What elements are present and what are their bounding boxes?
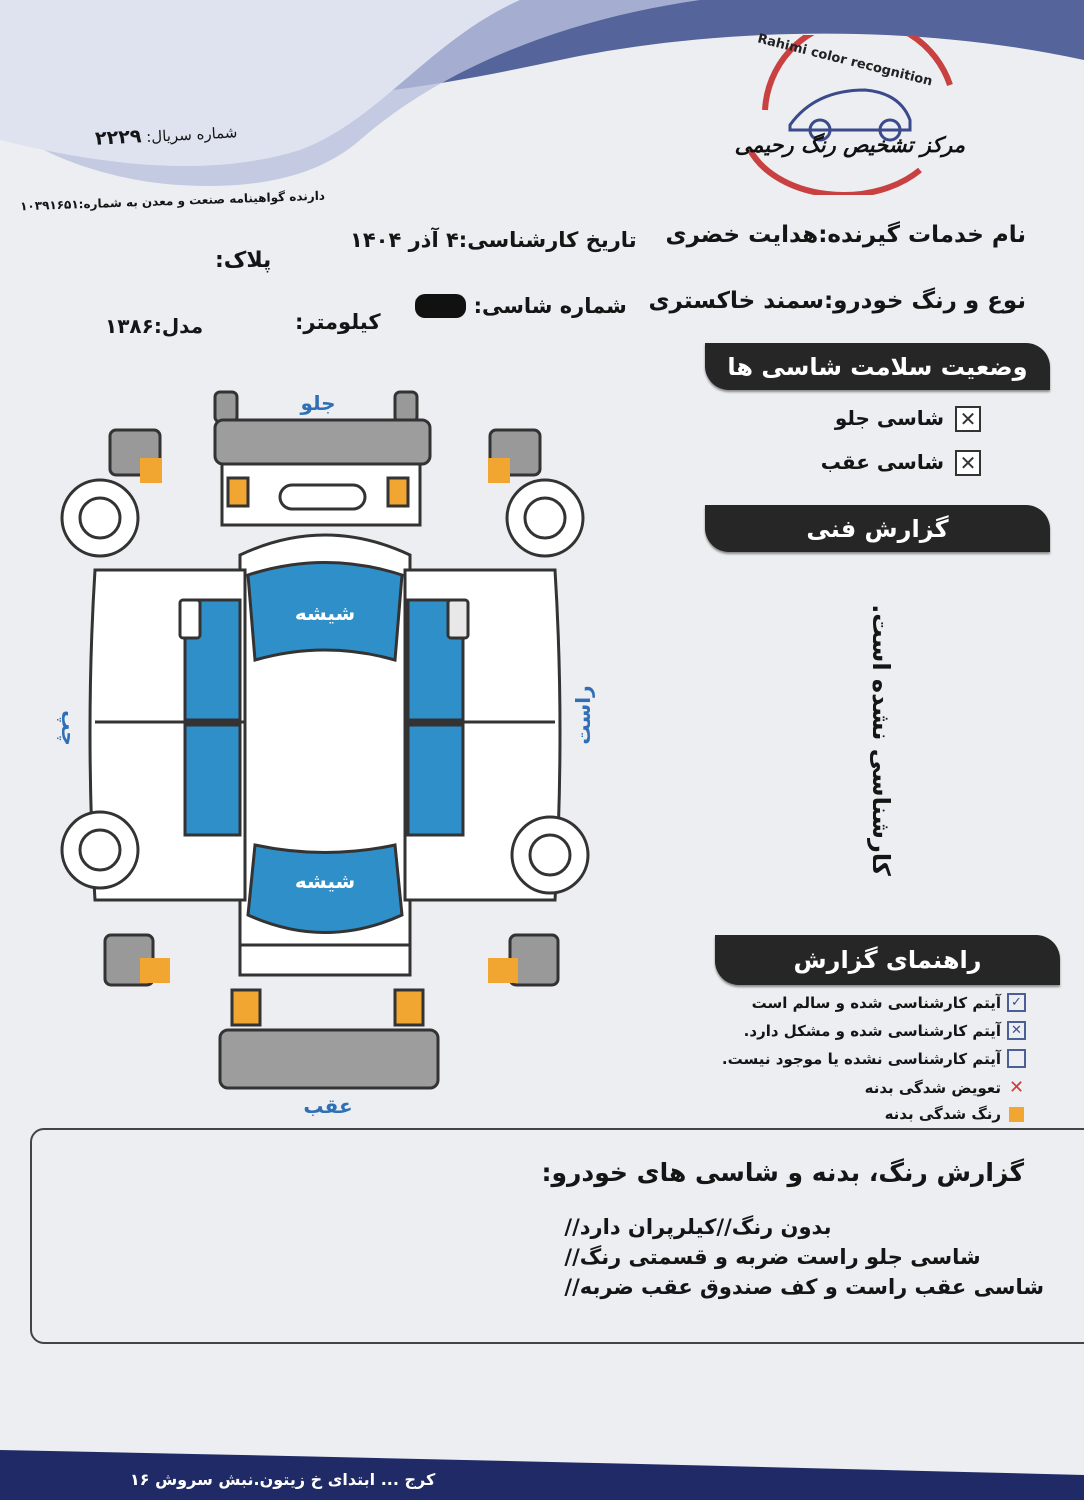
serial-value: ۲۲۲۹ (94, 125, 143, 150)
rear-chassis-label: شاسی عقب (820, 450, 944, 474)
technical-report-text: کارشناسی نشده است. (866, 604, 895, 876)
grille (278, 483, 367, 511)
legend-label: رنگ شدگی بدنه (884, 1105, 1001, 1123)
trunk (238, 943, 412, 977)
footer-band (0, 1450, 1084, 1500)
plate-label: پلاک: (215, 248, 272, 273)
left-label: چپ (56, 710, 81, 746)
technical-report-banner: گزارش فنی (705, 505, 1050, 552)
logo-name: مرکز تشخیص رنگ رحیمی (734, 133, 965, 157)
empty-box-icon (1007, 1049, 1026, 1068)
paint-mark (393, 988, 425, 1027)
chassis-status-banner: وضعیت سلامت شاسی ها (705, 343, 1050, 390)
windshield (246, 561, 404, 662)
report-title: گزارش رنگ، بدنه و شاسی های خودرو: (541, 1158, 1025, 1187)
right-side (403, 428, 590, 987)
rear-glass (246, 843, 404, 934)
check-icon: ✓ (1007, 993, 1026, 1012)
front-bumper (213, 390, 432, 466)
rear-glass-label: شیشه (295, 869, 355, 893)
report-lines: بدون رنگ//کیلرپران دارد// شاسی جلو راست … (564, 1212, 1044, 1302)
front-chassis-checkbox: ✕ (955, 406, 981, 432)
legend-label: تعویض شدگی بدنه (864, 1078, 1001, 1097)
legend-label: آیتم کارشناسی شده و مشکل دارد. (743, 1021, 1001, 1040)
logo: Rahimi color recognition مرکز تشخیص رنگ … (734, 17, 975, 198)
windshield-label: شیشه (295, 601, 355, 625)
legend-item-problem: ✕ آیتم کارشناسی شده و مشکل دارد. (744, 1021, 1026, 1040)
paint-mark (226, 476, 250, 508)
chassis-number: شماره شاسی: ۷۴۳۵ (415, 294, 627, 318)
legend-item-painted: رنگ شدگی بدنه (885, 1105, 1026, 1123)
customer-name: نام خدمات گیرنده:هدایت خضری (665, 222, 1027, 248)
rear-chassis-checkbox: ✕ (955, 450, 981, 476)
kilometer-label: کیلومتر: (295, 310, 381, 334)
red-x-icon: ✕ (1008, 1077, 1025, 1098)
x-box-icon: ✕ (1007, 1021, 1026, 1040)
front-label: جلو (299, 391, 335, 415)
model-year: مدل:۱۳۸۶ (105, 314, 204, 338)
report-box: گزارش رنگ، بدنه و شاسی های خودرو: بدون ر… (30, 1128, 1084, 1344)
serial-label: شماره سریال: (145, 123, 238, 147)
report-line: شاسی عقب راست و کف صندوق عقب ضربه// (564, 1275, 1044, 1299)
inspection-date: تاریخ کارشناسی:۴ آذر ۱۴۰۴ (350, 228, 637, 252)
chassis-value-redacted: ۷۴۳۵ (415, 294, 467, 318)
header-wave (0, 0, 1084, 186)
legend-item-not-checked: آیتم کارشناسی نشده یا موجود نیست. (722, 1049, 1026, 1068)
paint-mark (230, 988, 262, 1027)
left-side (60, 428, 247, 987)
report-line: بدون رنگ//کیلرپران دارد// (564, 1215, 832, 1239)
orange-square-icon (1009, 1106, 1024, 1122)
legend-label: آیتم کارشناسی نشده یا موجود نیست. (721, 1049, 1001, 1068)
legend-item-checked-ok: ✓ آیتم کارشناسی شده و سالم است (752, 993, 1026, 1012)
front-chassis-label: شاسی جلو (834, 406, 944, 430)
car-body-diagram: جلو عقب شیشه شیشه راست چپ (56, 390, 595, 1118)
report-line: شاسی جلو راست ضربه و قسمتی رنگ// (564, 1245, 981, 1269)
chassis-label: شماره شاسی: (473, 294, 627, 318)
legend-item-replaced: ✕ تعویض شدگی بدنه (865, 1077, 1026, 1098)
rear-label: عقب (303, 1094, 352, 1118)
vehicle-type-color: نوع و رنگ خودرو:سمند خاکستری (648, 288, 1026, 314)
footer-address: کرج ... ابتدای خ زیتون.نبش سروش ۱۶ (130, 1470, 436, 1489)
rear-bumper (218, 1028, 440, 1090)
paint-mark (386, 476, 410, 508)
legend-label: آیتم کارشناسی شده و سالم است (751, 993, 1001, 1012)
right-label: راست (571, 685, 595, 744)
legend-banner: راهنمای گزارش (715, 935, 1060, 985)
